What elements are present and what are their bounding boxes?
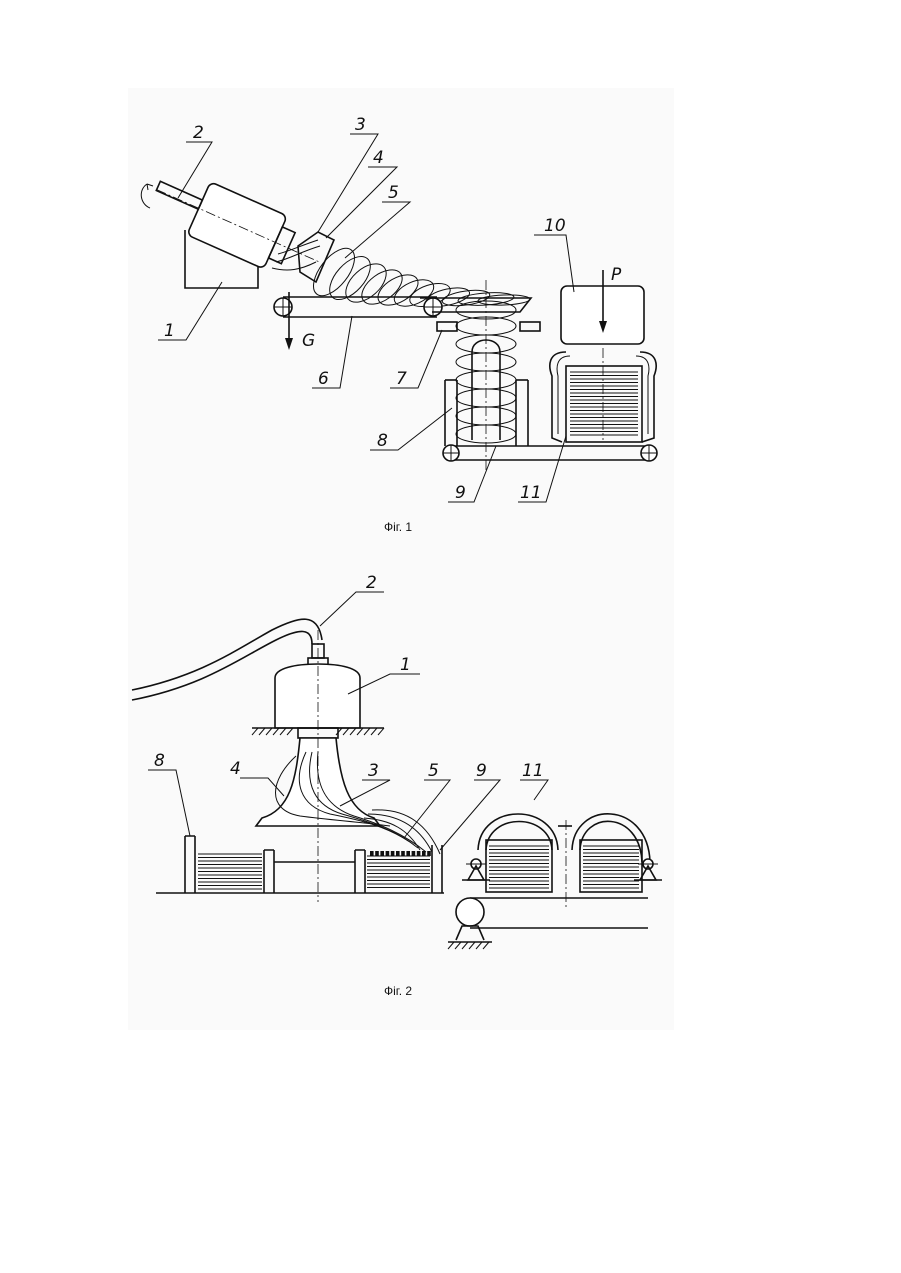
figure-2-caption: Фіг. 2 [384, 984, 412, 998]
ground-hatch-line [448, 942, 454, 949]
bottom-conveyor [443, 445, 657, 461]
conveyor-6 [274, 297, 442, 317]
stacked-bundle [570, 372, 638, 435]
rotation-arrow [141, 184, 150, 208]
callout-3: 3 [355, 115, 366, 135]
ground-hatch-line [273, 728, 279, 735]
ground-hatch-line [483, 942, 489, 949]
ground-hatch-line [343, 728, 349, 735]
ground-hatch-line [350, 728, 356, 735]
drive-roller [456, 898, 484, 926]
callout-8: 8 [377, 431, 388, 451]
ground-hatch-line [259, 728, 265, 735]
ground-hatch-line [357, 728, 363, 735]
ground-hatch-line [287, 728, 293, 735]
coil-dot [406, 851, 410, 856]
callout-5-fig2: 5 [428, 761, 439, 781]
stacked-coils-left [198, 854, 262, 889]
post-right [355, 850, 365, 893]
ground-hatch-line [280, 728, 286, 735]
callout-4-fig2: 4 [230, 759, 241, 779]
callout-11-fig2: 11 [522, 761, 544, 781]
stacked-coils-clamped [489, 846, 639, 888]
coil-dot [412, 851, 416, 856]
callout-9: 9 [455, 483, 466, 503]
ground-hatch-line [371, 728, 377, 735]
coil-dot [427, 851, 431, 856]
ground-hatch-bottom [448, 942, 489, 949]
pivot-right [634, 859, 662, 880]
helix-coil-9 [456, 280, 516, 470]
callout-1: 1 [164, 321, 175, 341]
ground-hatch-line [266, 728, 272, 735]
callout-10: 10 [544, 216, 566, 236]
head-unit-1 [275, 664, 360, 728]
callout-3-fig2: 3 [368, 761, 379, 781]
container-post-8 [185, 836, 195, 893]
callout-7: 7 [396, 369, 407, 389]
callout-6: 6 [318, 369, 329, 389]
ground-hatch-line [455, 942, 461, 949]
ground-hatch-line [476, 942, 482, 949]
figure-1: G [141, 115, 657, 534]
ground-hatch-line [364, 728, 370, 735]
ground-hatch-line [469, 942, 475, 949]
figure-2: 2 1 4 3 5 9 8 11 Фіг. 2 [132, 573, 662, 998]
post-left [264, 850, 274, 893]
ground-hatch-line [378, 728, 384, 735]
callout-9-fig2: 9 [476, 761, 487, 781]
label-p: P [611, 265, 622, 285]
callout-2: 2 [193, 123, 204, 143]
guide-7-left [437, 322, 457, 331]
callout-5: 5 [388, 183, 399, 203]
coil-dot [380, 851, 384, 856]
rotor-unit-1 [145, 163, 333, 289]
callout-4: 4 [373, 148, 384, 168]
coil-dot [391, 851, 395, 856]
ground-hatch-line [336, 728, 342, 735]
callout-8-fig2: 8 [154, 751, 165, 771]
coil-dot [375, 851, 379, 856]
figure-1-caption: Фіг. 1 [384, 520, 412, 534]
coil-dots-9 [370, 851, 431, 856]
ground-hatch-line [462, 942, 468, 949]
coil-dot [370, 851, 374, 856]
container-8 [445, 380, 528, 446]
callout-11: 11 [520, 483, 542, 503]
stacked-coils-right [367, 856, 430, 888]
callout-2-fig2: 2 [366, 573, 377, 593]
label-g: G [302, 331, 315, 351]
coil-dot [386, 851, 390, 856]
coil-dot [396, 851, 400, 856]
coil-dot [422, 851, 426, 856]
callout-1-fig2: 1 [400, 655, 411, 675]
coil-dot [417, 851, 421, 856]
ground-hatch-line [252, 728, 258, 735]
guide-7-right [520, 322, 540, 331]
coil-dot [401, 851, 405, 856]
